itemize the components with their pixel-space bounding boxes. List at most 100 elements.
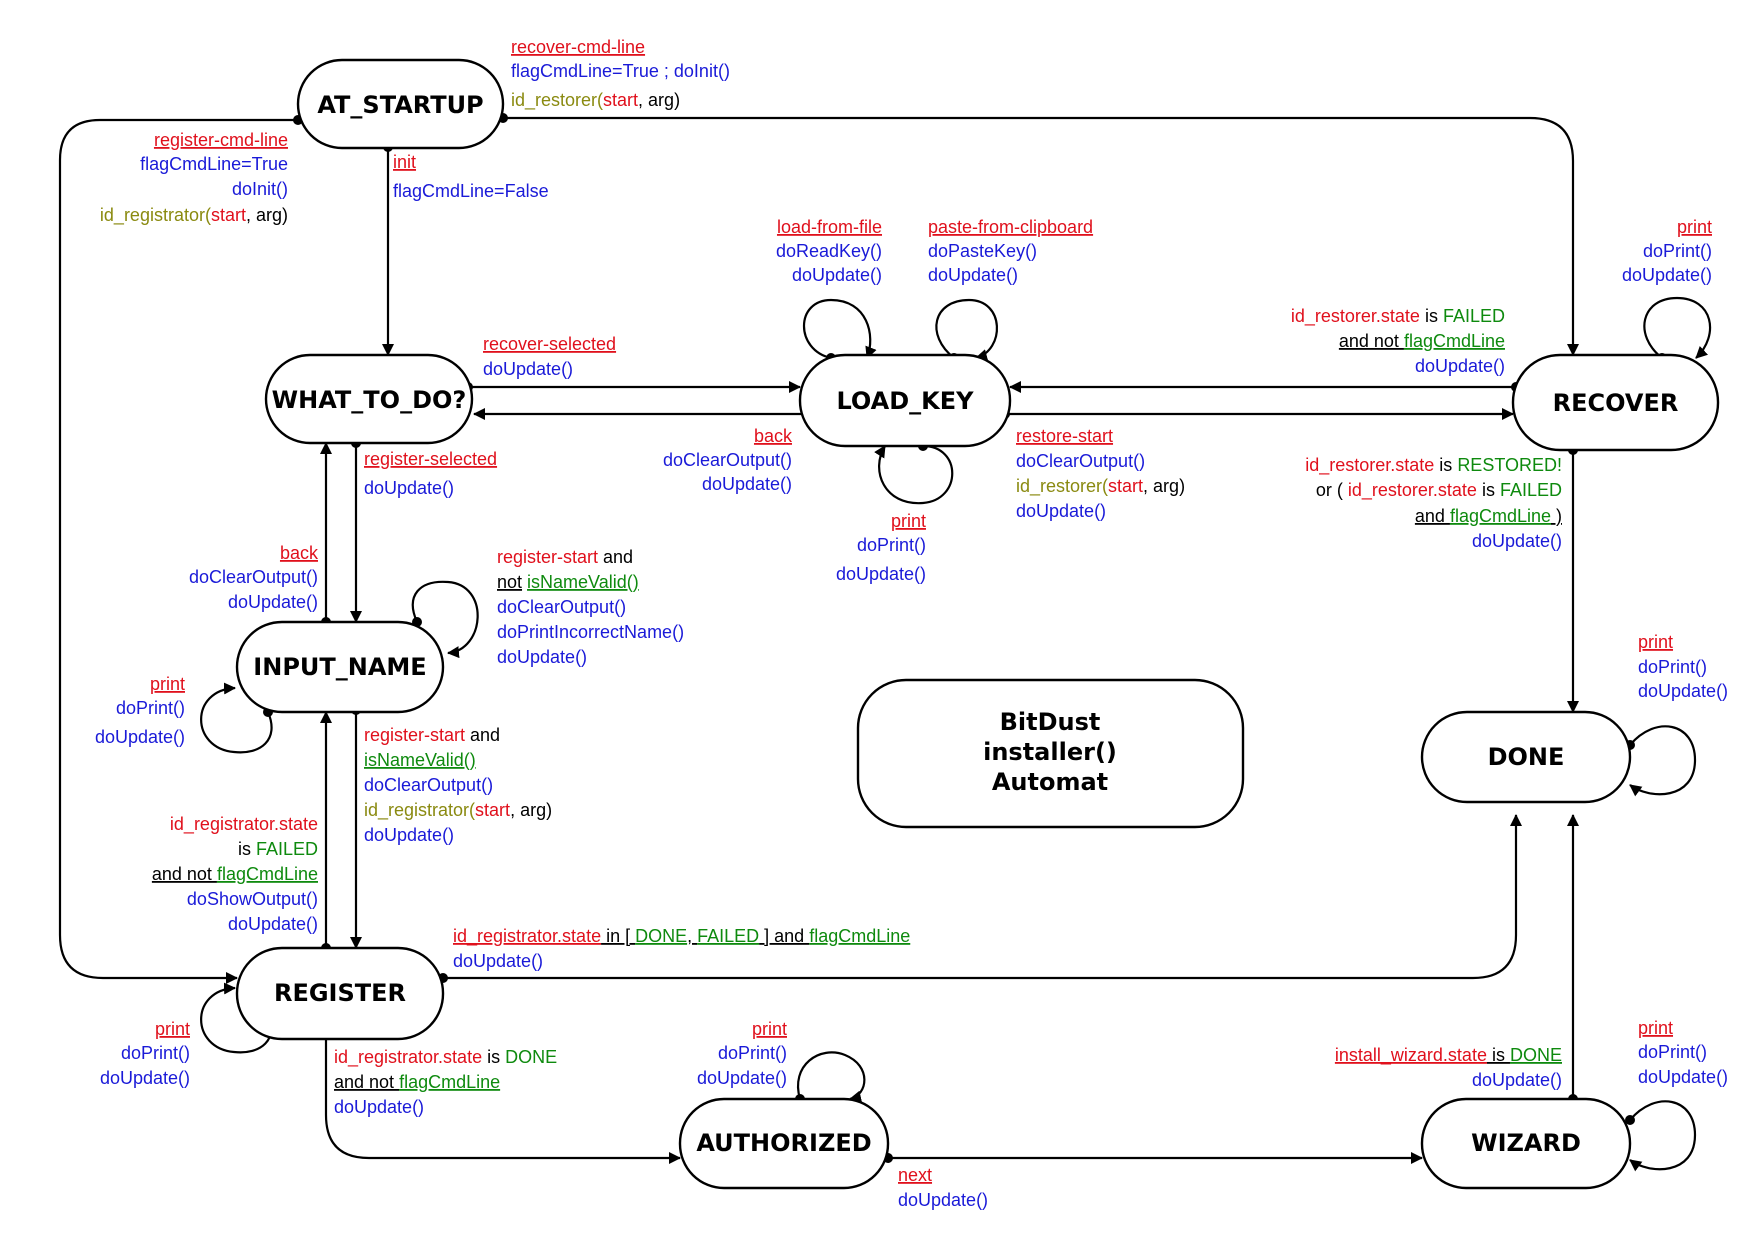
state-recover-label: RECOVER	[1553, 389, 1679, 417]
action-text: doPrintIncorrectName()	[497, 622, 684, 642]
action-text: doPrint()	[121, 1043, 190, 1063]
label-wizard-done: install_wizard.state is DONE doUpdate()	[1335, 1045, 1562, 1090]
label-register-print: print doPrint() doUpdate()	[100, 1019, 190, 1088]
action-text: doUpdate()	[1415, 356, 1505, 376]
action-text: doUpdate()	[928, 265, 1018, 285]
state-what-to-do-label: WHAT_TO_DO?	[272, 386, 467, 414]
label-load-key-print: print doPrint() doUpdate()	[836, 511, 926, 584]
event-text: next	[898, 1165, 932, 1185]
function-text: id_registrator(start, arg)	[364, 800, 552, 821]
action-text: doClearOutput()	[663, 450, 792, 470]
label-back-load-key: back doClearOutput() doUpdate()	[663, 426, 793, 494]
title-line3: Automat	[992, 768, 1108, 796]
state-at-startup-label: AT_STARTUP	[317, 91, 483, 119]
event-text: register-selected	[364, 449, 497, 469]
edges	[58, 113, 1712, 1172]
action-text: doUpdate()	[334, 1097, 424, 1117]
label-recover-cmd-line: recover-cmd-line flagCmdLine=True ; doIn…	[511, 37, 730, 111]
event-text: print	[891, 511, 926, 531]
action-text: doUpdate()	[497, 647, 587, 667]
action-text: doClearOutput()	[364, 775, 493, 795]
state-register-label: REGISTER	[274, 979, 406, 1007]
action-text: doUpdate()	[792, 265, 882, 285]
loop-load-key-print	[874, 444, 954, 505]
action-text: doUpdate()	[228, 914, 318, 934]
event-text: print	[752, 1019, 787, 1039]
transition-labels: recover-cmd-line flagCmdLine=True ; doIn…	[95, 37, 1728, 1210]
label-next: next doUpdate()	[898, 1165, 988, 1210]
label-register-start-valid: register-start and isNameValid() doClear…	[364, 725, 552, 845]
edge-registrator-done	[324, 1012, 681, 1164]
action-text: doUpdate()	[483, 359, 573, 379]
event-text: init	[393, 152, 416, 172]
condition-text: is FAILED	[238, 839, 318, 859]
action-text: doShowOutput()	[187, 889, 318, 909]
action-text: doUpdate()	[1622, 265, 1712, 285]
event-text: print	[155, 1019, 190, 1039]
state-load-key-label: LOAD_KEY	[836, 387, 974, 415]
loop-authorized-print	[797, 1051, 866, 1103]
label-restore-start: restore-start doClearOutput() id_restore…	[1016, 426, 1185, 521]
label-wizard-print: print doPrint() doUpdate()	[1638, 1018, 1728, 1087]
title-line2: installer()	[983, 738, 1117, 766]
variable-text: id_registrator.state	[170, 814, 318, 835]
states: AT_STARTUP WHAT_TO_DO? LOAD_KEY RECOVER …	[235, 58, 1720, 1190]
action-text: doUpdate()	[836, 564, 926, 584]
action-text: doPasteKey()	[928, 241, 1037, 261]
action-text: doUpdate()	[364, 825, 454, 845]
condition-text: and not flagCmdLine	[152, 864, 318, 884]
loop-paste-from-clipboard	[935, 298, 999, 361]
action-text: doClearOutput()	[1016, 451, 1145, 471]
edge-recover-cmd-line	[503, 116, 1579, 356]
event-text: print	[1677, 217, 1712, 237]
state-what-to-do: WHAT_TO_DO?	[264, 353, 474, 445]
action-text: doPrint()	[116, 698, 185, 718]
event-text: back	[280, 543, 319, 563]
function-text: id_restorer(start, arg)	[1016, 476, 1185, 497]
condition-text: not isNameValid()	[497, 572, 639, 592]
action-text: doUpdate()	[453, 951, 543, 971]
action-text: doUpdate()	[1472, 531, 1562, 551]
state-register: REGISTER	[235, 946, 445, 1041]
label-restorer-failed: id_restorer.state is FAILED and not flag…	[1291, 306, 1505, 376]
condition-text: and flagCmdLine )	[1415, 506, 1562, 526]
action-text: doUpdate()	[95, 727, 185, 747]
event-text: print	[1638, 1018, 1673, 1038]
title-line1: BitDust	[1000, 708, 1101, 736]
loop-done-print	[1629, 725, 1697, 797]
state-done: DONE	[1420, 710, 1632, 804]
edge-registrator-in	[443, 814, 1522, 980]
label-recover-selected: recover-selected doUpdate()	[483, 334, 616, 379]
event-text: load-from-file	[777, 217, 882, 237]
state-authorized-label: AUTHORIZED	[696, 1129, 871, 1157]
label-init: init flagCmdLine=False	[393, 152, 549, 201]
event-text: register-start and	[364, 725, 500, 745]
condition-text: and not flagCmdLine	[334, 1072, 500, 1092]
condition-text: or ( id_restorer.state is FAILED	[1316, 480, 1562, 501]
action-text: doUpdate()	[898, 1190, 988, 1210]
action-text: doUpdate()	[702, 474, 792, 494]
event-text: restore-start	[1016, 426, 1113, 446]
action-text: doClearOutput()	[189, 567, 318, 587]
loop-register-start-invalid	[411, 580, 479, 659]
event-text: print	[150, 674, 185, 694]
condition-text: id_restorer.state is FAILED	[1291, 306, 1505, 327]
action-text: doUpdate()	[697, 1068, 787, 1088]
state-load-key: LOAD_KEY	[798, 353, 1012, 448]
label-registrator-failed: id_registrator.state is FAILED and not f…	[152, 814, 318, 934]
loop-wizard-print	[1629, 1100, 1697, 1172]
label-register-cmd-line: register-cmd-line flagCmdLine=True doIni…	[100, 130, 288, 226]
condition-text: id_registrator.state in [ DONE, FAILED ]…	[453, 926, 910, 947]
action-text: doUpdate()	[1016, 501, 1106, 521]
label-back-input-name: back doClearOutput() doUpdate()	[189, 543, 319, 612]
label-registrator-in: id_registrator.state in [ DONE, FAILED ]…	[453, 926, 910, 971]
action-text: doUpdate()	[1638, 681, 1728, 701]
label-paste-from-clipboard: paste-from-clipboard doPasteKey() doUpda…	[928, 217, 1093, 285]
label-load-from-file: load-from-file doReadKey() doUpdate()	[776, 217, 882, 285]
state-input-name: INPUT_NAME	[235, 620, 445, 714]
title-box: BitDust installer() Automat	[856, 678, 1245, 829]
action-text: doPrint()	[857, 535, 926, 555]
action-text: flagCmdLine=False	[393, 181, 549, 201]
label-input-name-print: print doPrint() doUpdate()	[95, 674, 185, 747]
